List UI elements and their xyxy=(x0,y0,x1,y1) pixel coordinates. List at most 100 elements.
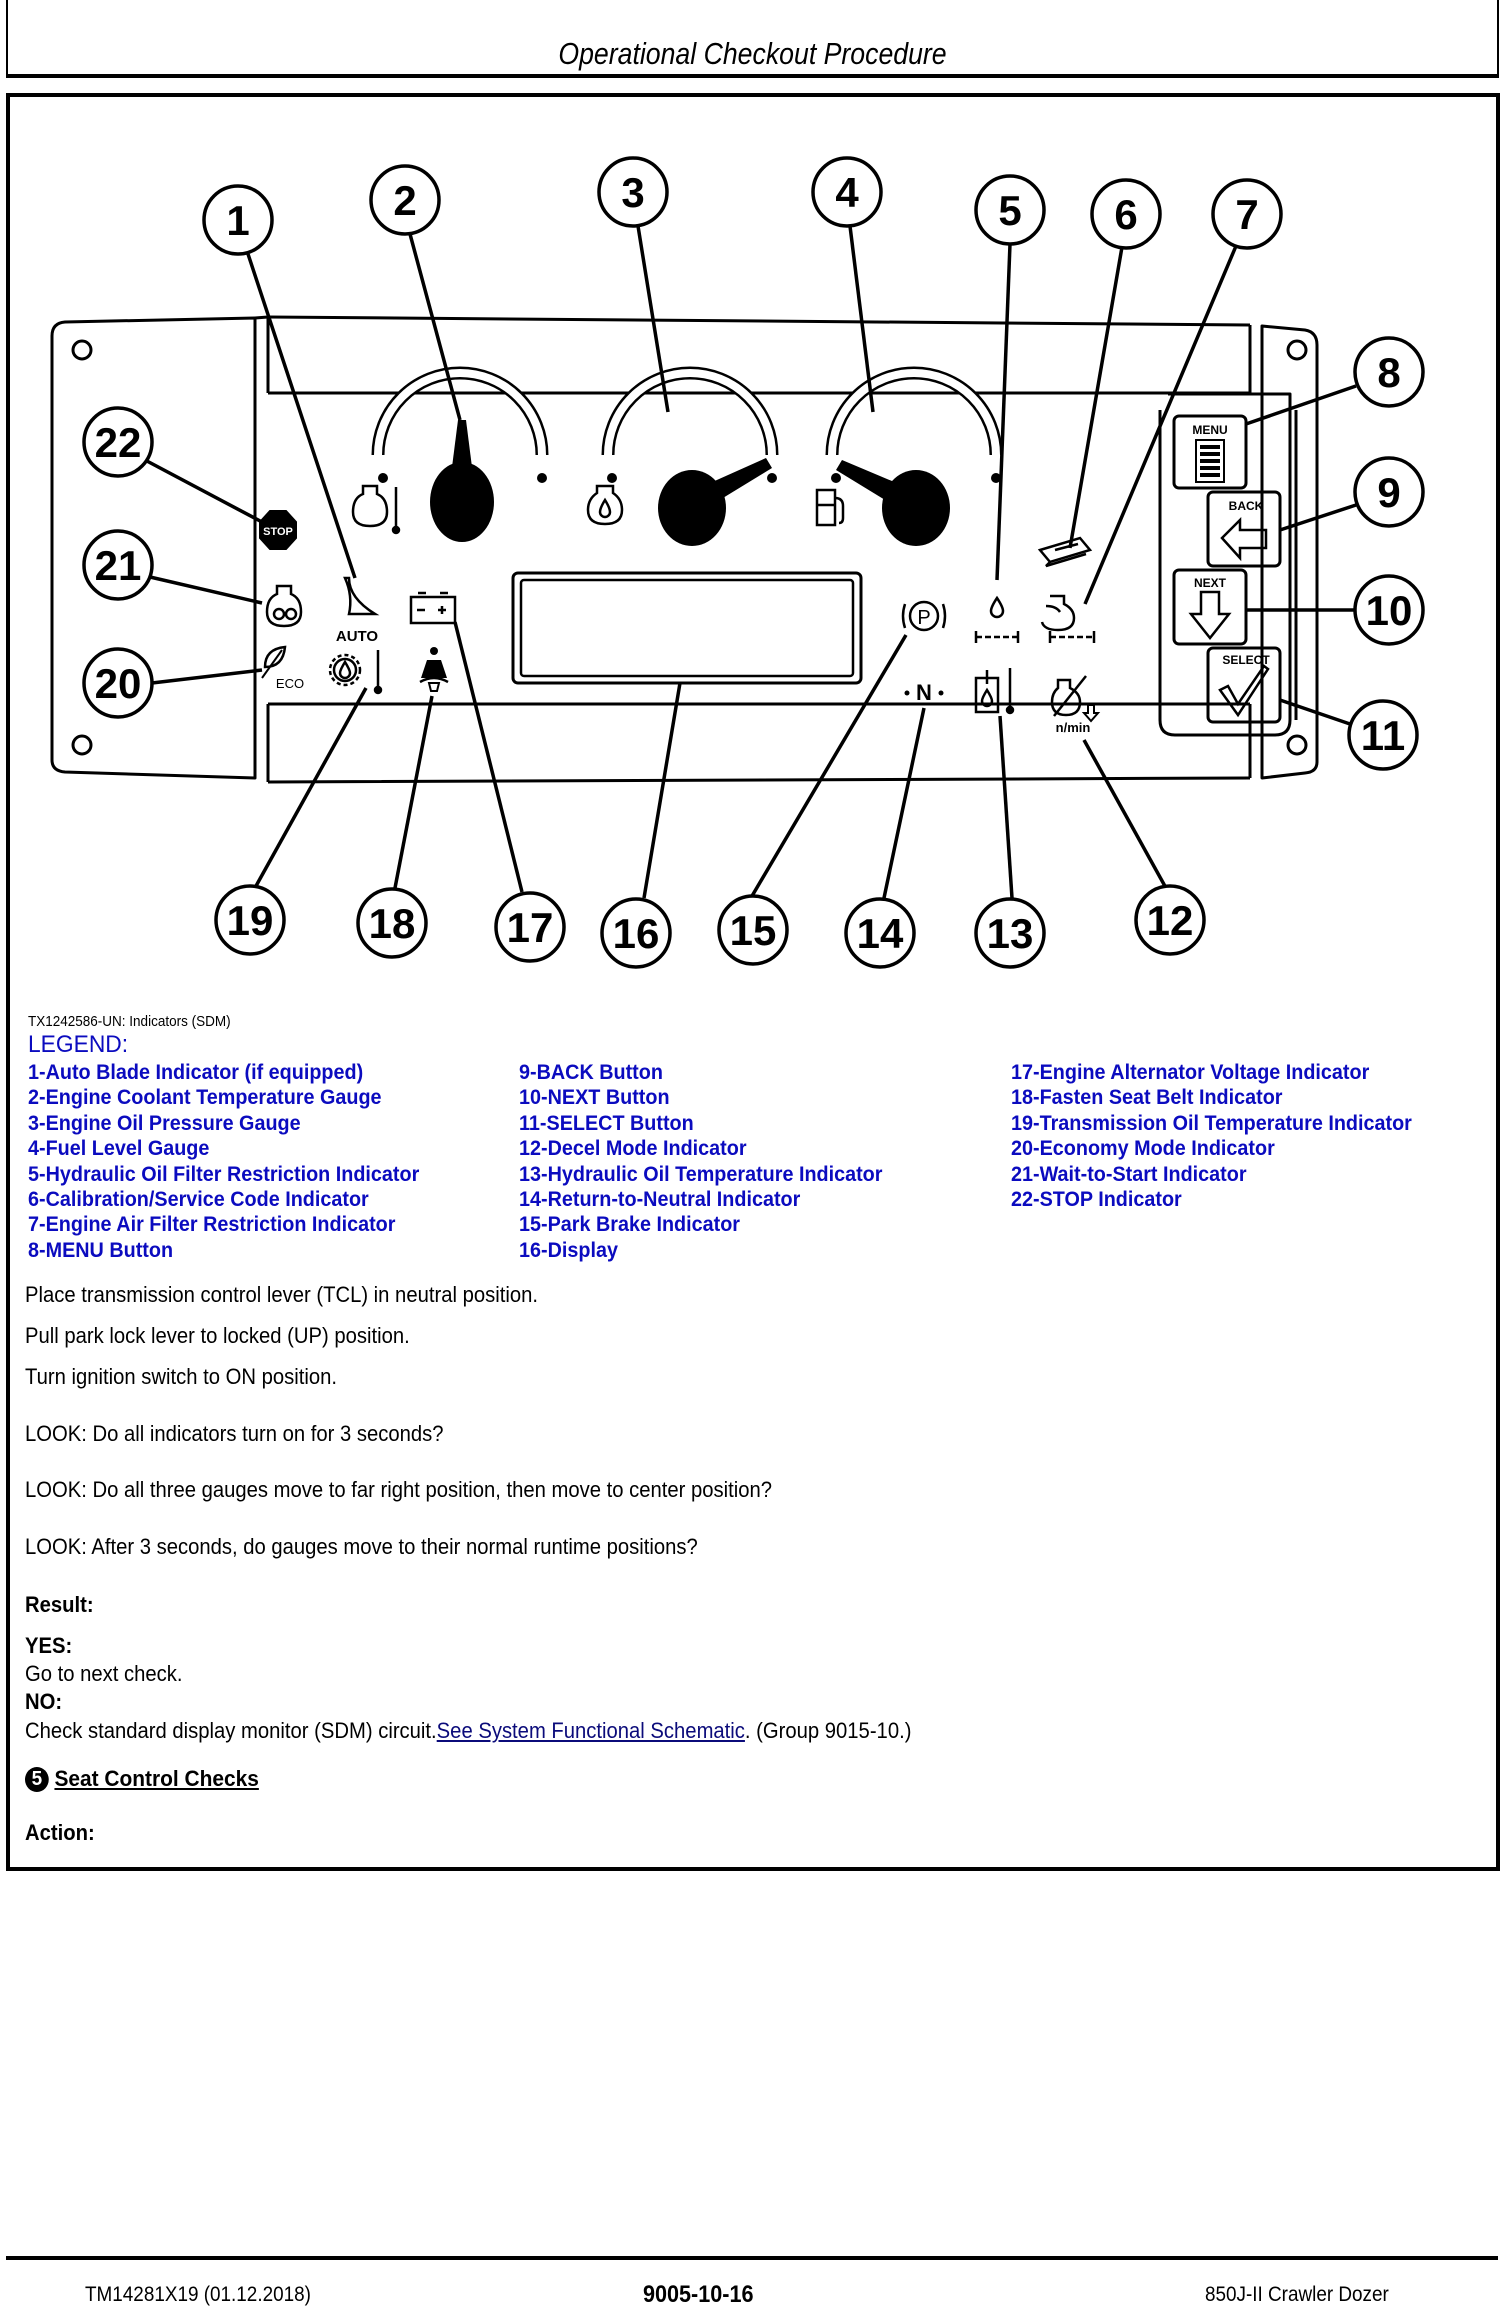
legend-item: 3-Engine Oil Pressure Gauge xyxy=(28,1110,301,1135)
legend-item: 9-BACK Button xyxy=(519,1060,663,1084)
sdm-indicator-diagram: STOP AUTO ECO P N xyxy=(50,156,1425,969)
stop-indicator: STOP xyxy=(259,510,297,550)
legend-item: 19-Transmission Oil Temperature Indicato… xyxy=(1011,1110,1412,1135)
legend-item: 12-Decel Mode Indicator xyxy=(519,1136,747,1161)
legend-item: 13-Hydraulic Oil Temperature Indicator xyxy=(519,1161,883,1186)
next-button: NEXT xyxy=(1172,568,1248,646)
coolant-temp-icon xyxy=(351,484,401,535)
legend-item: 7-Engine Air Filter Restriction Indicato… xyxy=(28,1212,396,1237)
legend-item: 4-Fuel Level Gauge xyxy=(28,1136,210,1161)
no-text-after: . (Group 9015-10.) xyxy=(744,1718,912,1743)
callout-10: 10 xyxy=(1353,574,1425,646)
callout-2: 2 xyxy=(369,164,441,236)
air-filter-icon xyxy=(1040,594,1096,643)
callout-21: 21 xyxy=(82,529,154,601)
svg-text:22: 22 xyxy=(95,419,142,466)
mounting-hole xyxy=(1286,734,1308,756)
footer-machine-model: 850J-II Crawler Dozer xyxy=(1205,2283,1389,2306)
svg-text:AUTO: AUTO xyxy=(336,628,379,645)
legend-item: 2-Engine Coolant Temperature Gauge xyxy=(28,1085,382,1110)
step-text: Turn ignition switch to ON position. xyxy=(25,1364,337,1389)
callout-13: 13 xyxy=(974,897,1046,969)
svg-text:14: 14 xyxy=(857,910,904,957)
svg-text:18: 18 xyxy=(369,900,416,947)
svg-text:NEXT: NEXT xyxy=(1194,576,1227,590)
section-title: Seat Control Checks xyxy=(54,1766,259,1791)
legend-column-3: 17-Engine Alternator Voltage Indicator 1… xyxy=(1011,1060,1447,1212)
legend-column-1: 1-Auto Blade Indicator (if equipped) 2-E… xyxy=(28,1060,453,1263)
legend-item: 22-STOP Indicator xyxy=(1011,1186,1182,1211)
svg-text:16: 16 xyxy=(613,910,660,957)
system-schematic-link[interactable]: See System Functional Schematic xyxy=(436,1718,745,1743)
callout-22: 22 xyxy=(82,406,154,478)
svg-text:20: 20 xyxy=(95,660,142,707)
legend-item: 15-Park Brake Indicator xyxy=(519,1212,740,1237)
leader-lines xyxy=(144,225,1357,899)
no-text: Check standard display monitor (SDM) cir… xyxy=(25,1718,911,1744)
svg-text:ECO: ECO xyxy=(276,676,304,691)
svg-text:3: 3 xyxy=(621,169,644,216)
callout-5: 5 xyxy=(974,174,1046,246)
footer-manual-id: TM14281X19 (01.12.2018) xyxy=(85,2283,311,2306)
figure-caption: TX1242586-UN: Indicators (SDM) xyxy=(28,1013,231,1030)
svg-text:5: 5 xyxy=(998,187,1021,234)
panel-left-bracket xyxy=(50,316,257,780)
callout-20: 20 xyxy=(82,647,154,719)
svg-text:2: 2 xyxy=(393,177,416,224)
svg-text:N: N xyxy=(916,680,932,705)
seat-control-checks-link[interactable]: 5 Seat Control Checks xyxy=(25,1766,259,1792)
fuel-pump-icon xyxy=(815,488,845,527)
callout-8: 8 xyxy=(1353,336,1425,408)
coolant-temp-gauge xyxy=(351,366,549,542)
callout-11: 11 xyxy=(1347,699,1419,771)
mounting-hole xyxy=(71,734,93,756)
look-text: LOOK: After 3 seconds, do gauges move to… xyxy=(25,1534,698,1559)
svg-text:BACK: BACK xyxy=(1229,499,1264,513)
legend-title: LEGEND: xyxy=(28,1031,129,1058)
oil-pressure-gauge xyxy=(586,366,779,546)
calibration-service-icon xyxy=(1037,536,1093,568)
svg-text:15: 15 xyxy=(730,907,777,954)
legend-item: 10-NEXT Button xyxy=(519,1085,670,1110)
transmission-oil-temp-icon xyxy=(328,650,383,695)
svg-text:6: 6 xyxy=(1114,191,1137,238)
look-text: LOOK: Do all indicators turn on for 3 se… xyxy=(25,1421,444,1446)
fuel-level-gauge xyxy=(815,366,1003,546)
look-text: LOOK: Do all three gauges move to far ri… xyxy=(25,1477,773,1502)
decel-mode-icon: n/min xyxy=(1050,675,1101,735)
legend-item: 21-Wait-to-Start Indicator xyxy=(1011,1161,1247,1186)
mounting-hole xyxy=(71,339,93,361)
wait-to-start-icon xyxy=(265,584,303,628)
legend-item: 17-Engine Alternator Voltage Indicator xyxy=(1011,1060,1370,1084)
select-button: SELECT xyxy=(1206,646,1282,724)
legend-item: 16-Display xyxy=(519,1237,618,1262)
no-text-before: Check standard display monitor (SDM) cir… xyxy=(25,1718,437,1743)
legend-item: 20-Economy Mode Indicator xyxy=(1011,1136,1275,1161)
svg-text:19: 19 xyxy=(227,897,274,944)
svg-text:8: 8 xyxy=(1377,349,1400,396)
legend-item: 18-Fasten Seat Belt Indicator xyxy=(1011,1085,1283,1110)
page-header-box: Operational Checkout Procedure xyxy=(6,0,1499,78)
battery-icon xyxy=(409,591,457,625)
step-number-badge: 5 xyxy=(25,1766,49,1792)
svg-text:SELECT: SELECT xyxy=(1222,653,1270,667)
result-label: Result: xyxy=(25,1592,94,1617)
svg-text:12: 12 xyxy=(1147,897,1194,944)
park-brake-icon: P xyxy=(901,600,947,632)
yes-text: Go to next check. xyxy=(25,1661,183,1686)
callout-4: 4 xyxy=(811,156,883,228)
hydraulic-oil-temp-icon xyxy=(974,668,1015,715)
svg-text:13: 13 xyxy=(987,910,1034,957)
callout-12: 12 xyxy=(1134,884,1206,956)
yes-label: YES: xyxy=(25,1633,73,1658)
callout-14: 14 xyxy=(844,897,916,969)
procedure-box xyxy=(6,93,1500,1871)
svg-text:7: 7 xyxy=(1235,191,1258,238)
callout-18: 18 xyxy=(356,887,428,959)
callout-1: 1 xyxy=(202,184,274,256)
callout-3: 3 xyxy=(597,156,669,228)
page-title: Operational Checkout Procedure xyxy=(558,36,947,71)
button-enclosure xyxy=(1158,392,1292,737)
display-16 xyxy=(511,571,863,685)
no-label: NO: xyxy=(25,1689,63,1714)
